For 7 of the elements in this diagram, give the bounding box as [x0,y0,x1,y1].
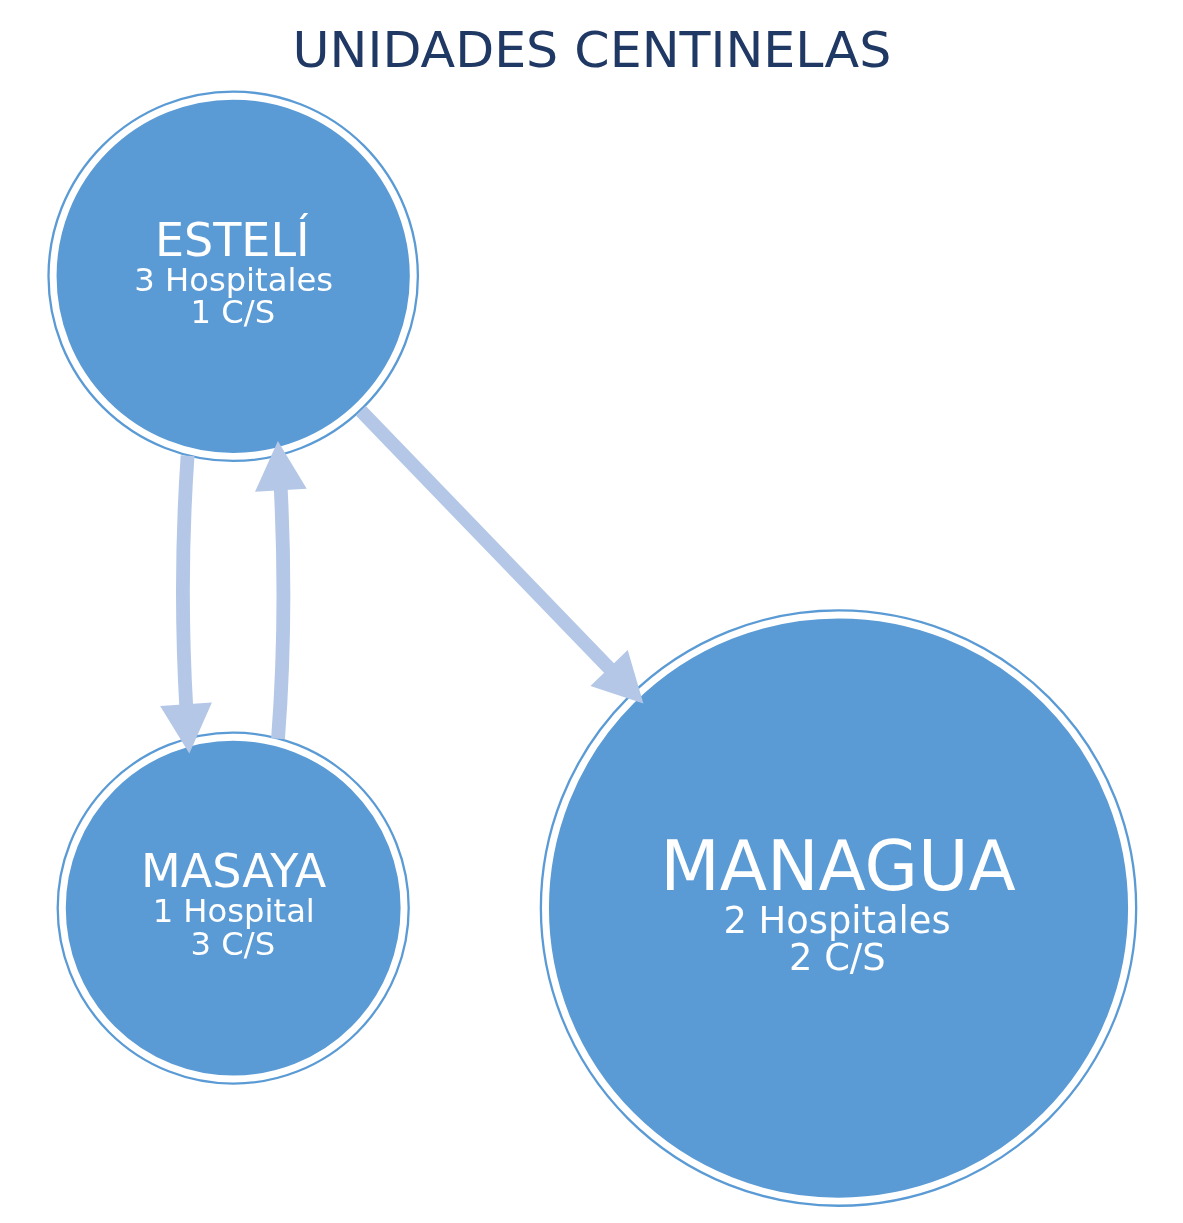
node-circle: MASAYA 1 Hospital 3 C/S [56,731,410,1085]
diagram-title: UNIDADES CENTINELAS [292,20,891,80]
node-circle: ESTELÍ 3 Hospitales 1 C/S [46,90,419,463]
arrow [254,440,307,740]
arrow [159,455,212,754]
arrow [355,406,643,704]
node-circle: MANAGUA 2 Hospitales 2 C/S [539,609,1137,1207]
